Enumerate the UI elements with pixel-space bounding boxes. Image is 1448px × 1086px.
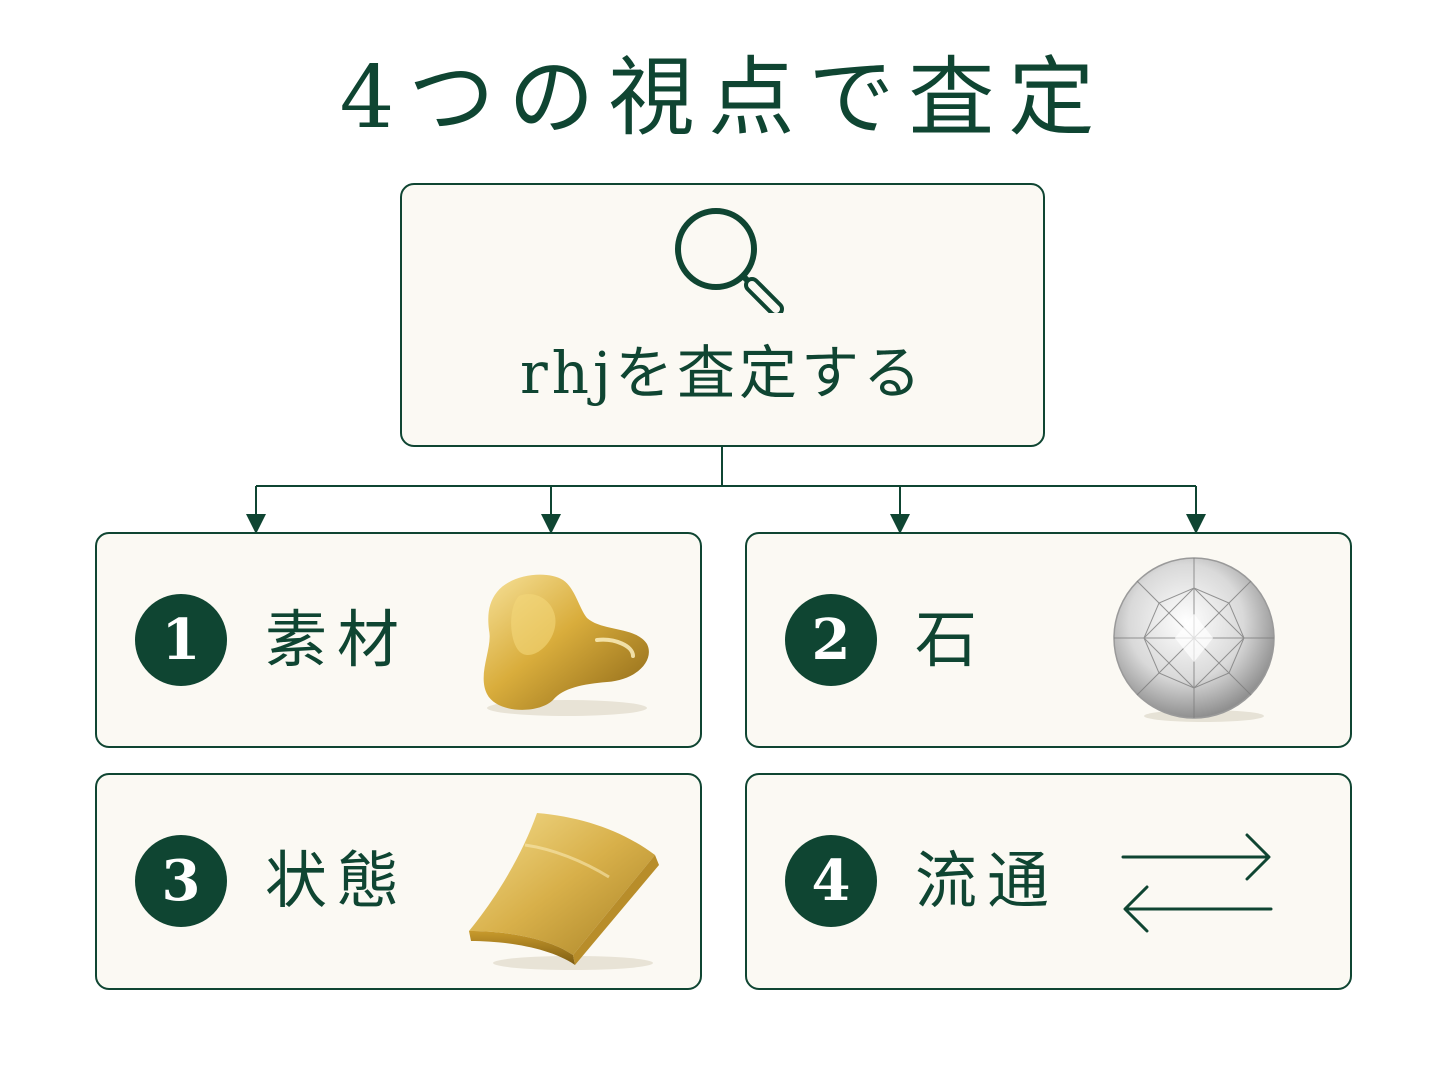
card-label: 状態 bbox=[265, 844, 410, 917]
card-condition: 3 状態 bbox=[95, 773, 702, 990]
exchange-arrows-icon bbox=[1121, 833, 1273, 933]
card-number-badge: 3 bbox=[135, 835, 227, 927]
magnifier-icon bbox=[675, 208, 784, 313]
gold-nugget-icon bbox=[483, 574, 649, 716]
card-label: 石 bbox=[915, 603, 988, 676]
card-label: 素材 bbox=[265, 603, 410, 676]
card-number-badge: 1 bbox=[135, 594, 227, 686]
root-box: rhjを査定する bbox=[400, 183, 1045, 447]
card-number-badge: 4 bbox=[785, 835, 877, 927]
card-label: 流通 bbox=[915, 844, 1060, 917]
diamond-icon bbox=[1113, 557, 1275, 722]
card-material: 1 素材 bbox=[95, 532, 702, 748]
card-stone: 2 石 bbox=[745, 532, 1352, 748]
card-distribution: 4 流通 bbox=[745, 773, 1352, 990]
page-title: 4つの視点で査定 bbox=[339, 48, 1109, 148]
root-label: rhjを査定する bbox=[519, 339, 926, 407]
card-number-badge: 2 bbox=[785, 594, 877, 686]
gold-plate-icon bbox=[469, 813, 659, 970]
